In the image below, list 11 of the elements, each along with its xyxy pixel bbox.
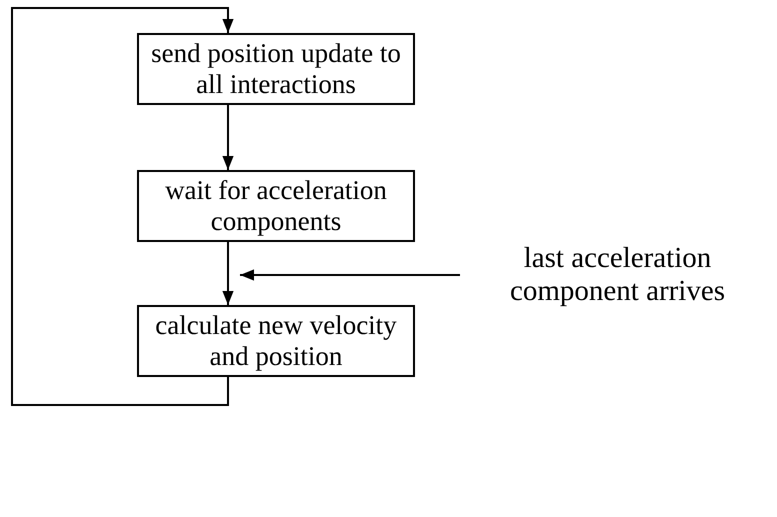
arrow (222, 242, 234, 305)
box-label: send position update to all interactions (150, 38, 402, 100)
annotation-text: last acceleration component arrives (460, 240, 775, 310)
process-box (137, 33, 415, 105)
box-label: calculate new velocity and position (154, 310, 398, 372)
box-label: wait for acceleration components (164, 174, 388, 238)
process-box (137, 170, 415, 242)
arrow (222, 105, 234, 170)
arrow (11, 7, 234, 406)
process-box (137, 305, 415, 377)
arrow (240, 269, 460, 281)
